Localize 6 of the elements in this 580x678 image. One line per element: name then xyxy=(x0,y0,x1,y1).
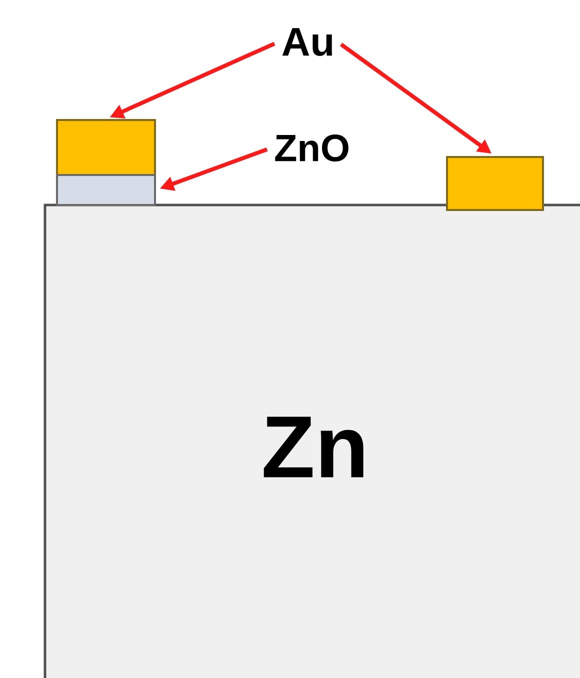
material-label: Au xyxy=(282,28,332,56)
substrate-block: Zn xyxy=(44,204,580,678)
oxide-layer xyxy=(56,174,156,206)
material-label: ZnO xyxy=(275,134,348,162)
contact-pad xyxy=(56,119,156,176)
contact-pad xyxy=(446,156,544,211)
